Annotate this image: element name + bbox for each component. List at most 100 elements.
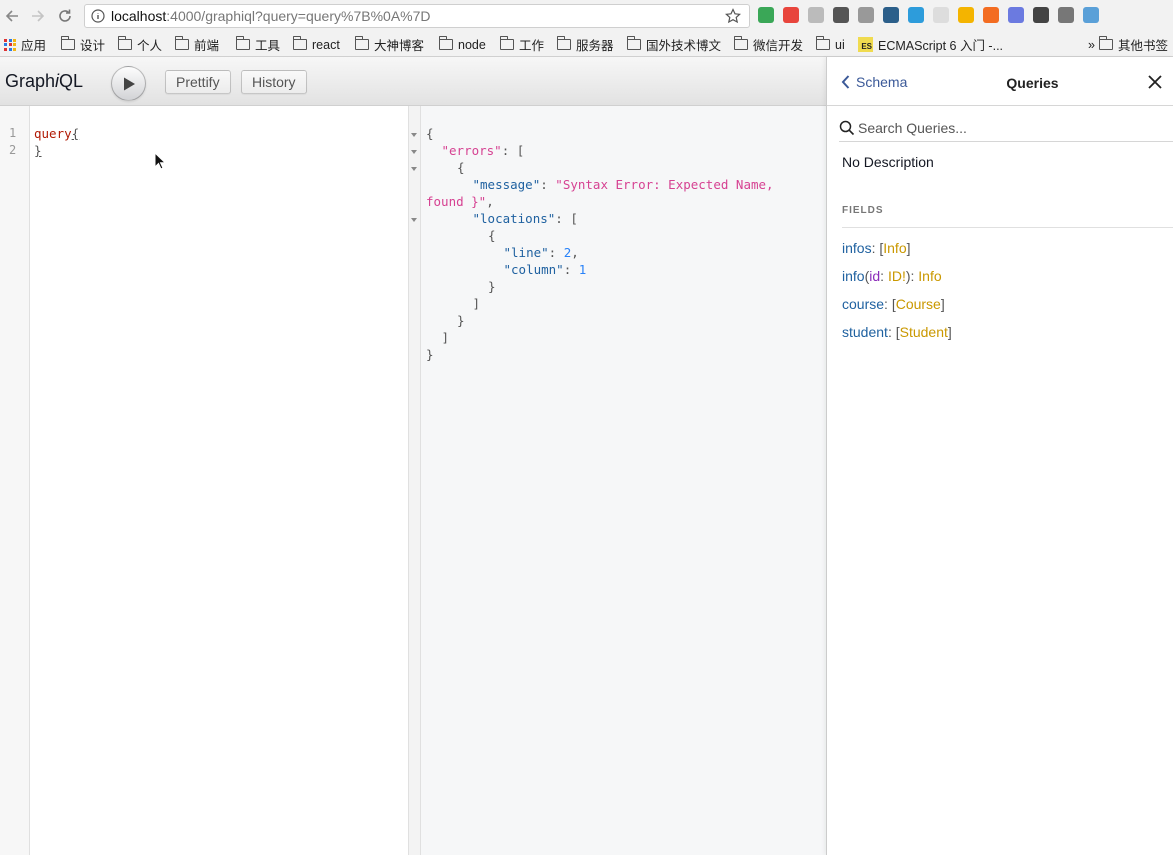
extension-icon[interactable] — [1058, 7, 1074, 23]
bookmark-item[interactable]: ES ECMAScript 6 入门 -... — [858, 36, 1003, 53]
extension-icon[interactable] — [958, 7, 974, 23]
editor-resize-handle[interactable] — [409, 106, 421, 855]
execute-query-button[interactable] — [111, 66, 146, 101]
type-link[interactable]: Course — [895, 296, 941, 312]
bookmark-item[interactable]: 工作 — [499, 36, 545, 53]
fold-arrow-icon[interactable] — [411, 167, 417, 171]
bookmark-label: 工作 — [519, 39, 545, 53]
back-to-schema-button[interactable]: Schema — [841, 74, 907, 90]
result-line: } — [426, 346, 434, 363]
bookmark-item[interactable]: 应用 — [4, 36, 46, 53]
fold-arrow-icon[interactable] — [411, 150, 417, 154]
extension-icon[interactable] — [808, 7, 824, 23]
result-token: "Syntax Error: Expected Name, — [555, 177, 774, 192]
query-editor[interactable]: 1 2 query{ } — [0, 106, 409, 855]
line-number: 2 — [9, 143, 17, 157]
forward-button[interactable] — [28, 6, 48, 26]
extension-icon[interactable] — [983, 7, 999, 23]
type-link[interactable]: Student — [899, 324, 948, 340]
bookmark-item[interactable]: ui — [815, 36, 845, 53]
reload-button[interactable] — [55, 6, 75, 26]
bookmark-star-icon[interactable] — [725, 8, 741, 27]
bookmark-item[interactable]: node — [438, 36, 486, 53]
es-icon: ES — [858, 37, 873, 52]
field-name-link[interactable]: student — [842, 324, 888, 340]
bookmark-item[interactable]: 微信开发 — [733, 36, 803, 53]
extension-icon[interactable] — [1033, 7, 1049, 23]
folder-icon — [556, 36, 571, 50]
extension-icon[interactable] — [1008, 7, 1024, 23]
browser-toolbar: localhost:4000/graphiql?query=query%7B%0… — [0, 0, 1173, 32]
folder-icon — [174, 36, 189, 50]
result-token: ] — [472, 296, 481, 311]
bookmark-item[interactable]: 设计 — [60, 36, 105, 53]
history-button[interactable]: History — [241, 70, 307, 94]
prettify-button[interactable]: Prettify — [165, 70, 231, 94]
result-token: : — [548, 245, 564, 260]
doc-search-input[interactable] — [858, 119, 1158, 136]
colon: : — [887, 324, 896, 340]
bookmark-item[interactable]: react — [292, 36, 340, 53]
folder-icon — [815, 36, 830, 50]
close-brace: } — [34, 143, 42, 158]
other-bookmarks[interactable]: 其他书签 — [1098, 36, 1168, 53]
prettify-label: Prettify — [176, 74, 220, 90]
query-line-2: } — [34, 142, 42, 159]
bookmark-label: 个人 — [137, 39, 163, 53]
address-bar[interactable]: localhost:4000/graphiql?query=query%7B%0… — [84, 4, 750, 28]
field-name-link[interactable]: course — [842, 296, 885, 312]
result-pane: {"errors": [{"message": "Syntax Error: E… — [421, 106, 826, 855]
extension-icon[interactable] — [758, 7, 774, 23]
back-button[interactable] — [2, 6, 22, 26]
bookmark-item[interactable]: 工具 — [235, 36, 280, 53]
reload-icon — [59, 9, 71, 22]
bookmark-item[interactable]: 个人 — [117, 36, 163, 53]
close-icon — [1148, 75, 1162, 89]
list-open: [ — [895, 324, 900, 340]
bookmark-item[interactable]: 大神博客 — [354, 36, 424, 53]
type-link[interactable]: Info — [883, 240, 907, 256]
close-doc-button[interactable] — [1148, 75, 1162, 94]
folder-icon — [733, 36, 748, 50]
field-student: student: [Student] — [842, 324, 952, 340]
info-icon[interactable] — [91, 9, 105, 26]
result-token: "locations" — [472, 211, 556, 226]
result-line: } — [488, 278, 496, 295]
extension-icon[interactable] — [783, 7, 799, 23]
extension-icon[interactable] — [933, 7, 949, 23]
field-name-link[interactable]: infos — [842, 240, 872, 256]
bookmark-item[interactable]: 前端 — [174, 36, 219, 53]
fold-arrow-icon[interactable] — [411, 218, 417, 222]
extension-icon[interactable] — [883, 7, 899, 23]
result-token: } — [488, 279, 496, 294]
folder-icon — [117, 36, 132, 50]
divider — [842, 227, 1173, 228]
bookmark-label: ECMAScript 6 入门 -... — [878, 39, 1004, 53]
extension-icon[interactable] — [833, 7, 849, 23]
list-close: ] — [947, 324, 952, 340]
bookmark-label: 服务器 — [576, 39, 614, 53]
bookmark-item[interactable]: 国外技术博文 — [626, 36, 722, 53]
field-name-link[interactable]: info — [842, 268, 865, 284]
type-link[interactable]: Info — [918, 268, 942, 284]
result-line: { — [457, 159, 465, 176]
extension-icon[interactable] — [1083, 7, 1099, 23]
folder-icon — [60, 36, 75, 50]
folder-icon — [292, 36, 307, 50]
extension-icon[interactable] — [858, 7, 874, 23]
extension-icon[interactable] — [908, 7, 924, 23]
result-token: } — [426, 347, 434, 362]
fold-arrow-icon[interactable] — [411, 133, 417, 137]
result-token: { — [488, 228, 496, 243]
graphiql-logo: GraphiQL — [5, 71, 83, 92]
bookmark-label: 国外技术博文 — [646, 39, 722, 53]
result-token: : — [540, 177, 556, 192]
line-number-gutter: 1 2 — [0, 106, 30, 855]
bookmark-item[interactable]: 服务器 — [556, 36, 614, 53]
overflow-label: » — [1088, 37, 1095, 52]
result-token: 1 — [578, 262, 587, 277]
result-token: "errors" — [441, 143, 502, 158]
list-close: ] — [940, 296, 945, 312]
arg-type-link[interactable]: ID! — [887, 268, 906, 284]
bookmarks-overflow-button[interactable]: » — [1088, 36, 1095, 53]
